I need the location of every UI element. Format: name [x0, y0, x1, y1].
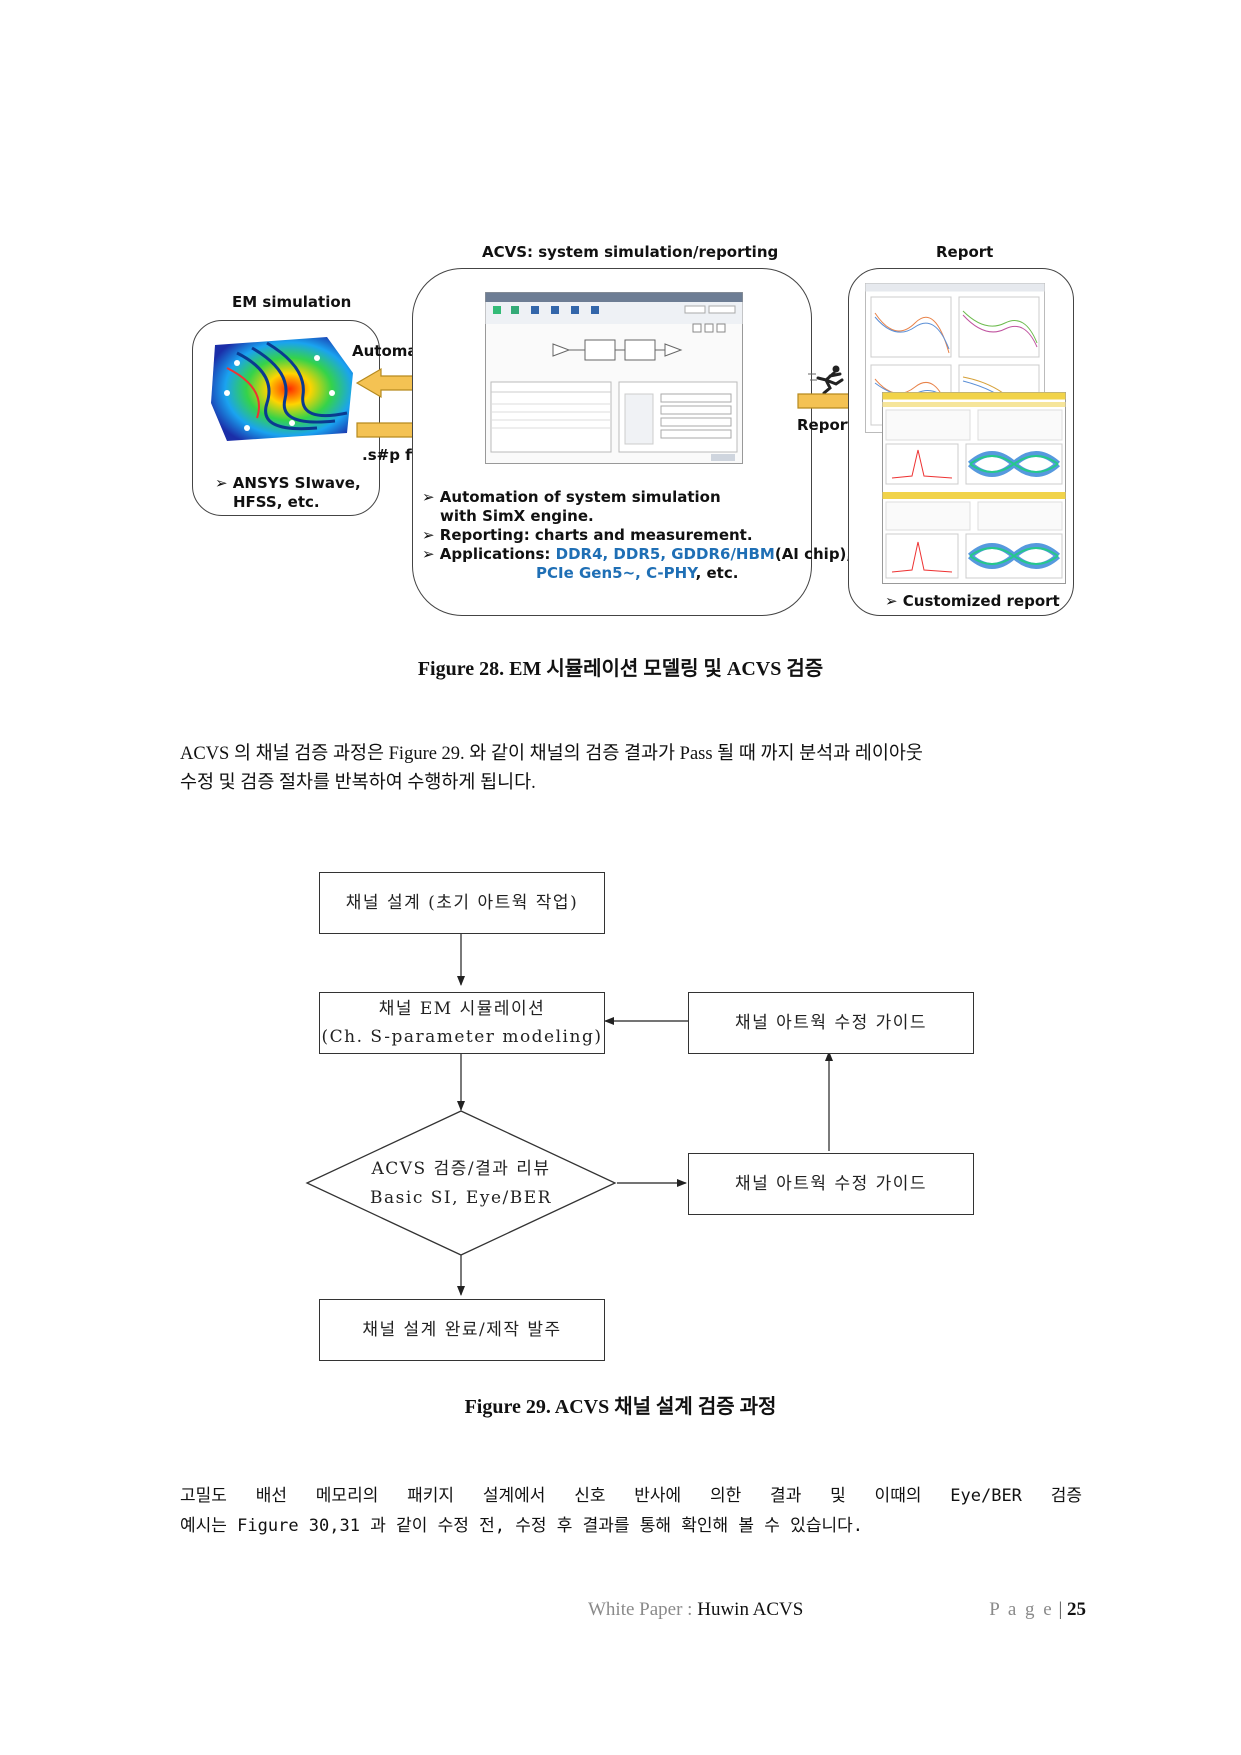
flow-box-design-complete: 채널 설계 완료/제작 발주 — [319, 1299, 605, 1361]
paragraph-2: 고밀도 배선 메모리의 패키지 설계에서 신호 반사에 의한 결과 및 이때의 … — [180, 1481, 1082, 1541]
paragraph-2-line-1: 고밀도 배선 메모리의 패키지 설계에서 신호 반사에 의한 결과 및 이때의 … — [180, 1481, 1082, 1511]
flow-box-artwork-guide-top: 채널 아트웍 수정 가이드 — [688, 992, 974, 1054]
footer-doc-name: White Paper : Huwin ACVS — [588, 1599, 803, 1621]
paragraph-2-line-2: 예시는 Figure 30,31 과 같이 수정 전, 수정 후 결과를 통해 … — [180, 1511, 1082, 1541]
footer-page-number: P a g e | 25 — [984, 1599, 1086, 1621]
decision-text: ACVS 검증/결과 리뷰 Basic SI, Eye/BER — [330, 1155, 592, 1213]
flow-box-artwork-guide-bottom: 채널 아트웍 수정 가이드 — [688, 1153, 974, 1215]
figure-29-caption: Figure 29. ACVS 채널 설계 검증 과정 — [0, 1390, 1241, 1419]
flow-box-initial-design: 채널 설계 (초기 아트웍 작업) — [319, 872, 605, 934]
flow-box-em-simulation: 채널 EM 시뮬레이션 (Ch. S-parameter modeling) — [319, 992, 605, 1054]
